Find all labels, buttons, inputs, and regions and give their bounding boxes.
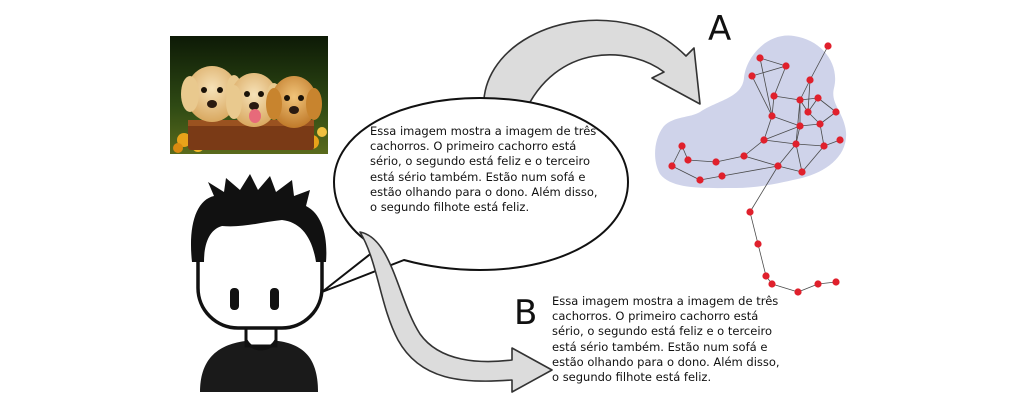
graph-edge	[795, 143, 803, 173]
graph-node	[782, 62, 790, 70]
graph-node	[816, 120, 824, 128]
graph-edge	[715, 155, 745, 163]
graph-node	[814, 94, 822, 102]
graph-node	[768, 280, 776, 288]
graph-node	[794, 288, 802, 296]
graph-edge	[763, 115, 773, 141]
graph-node	[740, 152, 748, 160]
graph-edge	[759, 57, 787, 67]
label-b: B	[514, 293, 538, 333]
graph-node	[678, 142, 686, 150]
graph-edge	[671, 145, 683, 167]
graph-node	[760, 136, 768, 144]
person-icon	[190, 174, 327, 392]
graph-edge	[809, 45, 829, 81]
graph-node	[668, 162, 676, 170]
graph-edge	[749, 211, 759, 245]
graph-node	[836, 136, 844, 144]
graph-node	[746, 208, 754, 216]
graph-edge	[795, 143, 825, 147]
graph-node	[824, 42, 832, 50]
graph-node	[796, 96, 804, 104]
label-a: A	[708, 9, 732, 49]
graph-edge	[773, 65, 787, 97]
graph-edge	[773, 95, 801, 101]
graph-edge	[763, 139, 797, 145]
graph-nodes	[668, 42, 844, 296]
speech-bubble	[321, 96, 630, 293]
graph-node	[718, 172, 726, 180]
graph-edge	[777, 165, 803, 173]
graph-node	[792, 140, 800, 148]
graph-edge	[687, 159, 717, 163]
graph-node	[756, 54, 764, 62]
graph-edge	[671, 165, 701, 181]
graph-edge	[743, 139, 765, 157]
graph-node	[774, 162, 782, 170]
graph-node	[814, 280, 822, 288]
graph-edge	[801, 145, 825, 173]
graph-node	[748, 72, 756, 80]
graph-edge	[699, 175, 723, 181]
graph-edge	[751, 65, 787, 77]
graph-node	[696, 176, 704, 184]
arrow-to-b	[359, 231, 553, 393]
graph-edge	[759, 57, 773, 117]
graph-node	[820, 142, 828, 150]
graph-node	[832, 278, 840, 286]
graph-node	[796, 122, 804, 130]
graph-edge	[757, 243, 767, 277]
graph-edge	[799, 79, 811, 101]
graph-node	[798, 168, 806, 176]
graph-edge	[749, 165, 779, 213]
graph-edge	[751, 75, 773, 117]
graph-edge	[807, 79, 811, 113]
graph-background-blob	[655, 35, 847, 189]
graph-edge	[771, 283, 799, 293]
puppies-photo	[170, 36, 328, 154]
graph-node	[804, 108, 812, 116]
graph-node	[712, 158, 720, 166]
network-graph	[655, 35, 847, 296]
b-text: Essa imagem mostra a imagem de três cach…	[552, 294, 780, 385]
graph-node	[770, 92, 778, 100]
graph-node	[768, 112, 776, 120]
graph-edge	[795, 99, 801, 145]
graph-node	[806, 76, 814, 84]
graph-node	[684, 156, 692, 164]
graph-edge	[763, 125, 801, 141]
bubble-text: Essa imagem mostra a imagem de três cach…	[370, 124, 598, 215]
graph-node	[754, 240, 762, 248]
graph-edge	[771, 115, 801, 127]
graph-edge	[777, 143, 797, 167]
graph-edge	[743, 155, 779, 167]
graph-edge	[817, 97, 837, 113]
graph-edge	[819, 123, 825, 147]
graph-edge	[721, 165, 779, 177]
graph-node	[762, 272, 770, 280]
arrow-to-a	[483, 19, 701, 115]
graph-node	[832, 108, 840, 116]
